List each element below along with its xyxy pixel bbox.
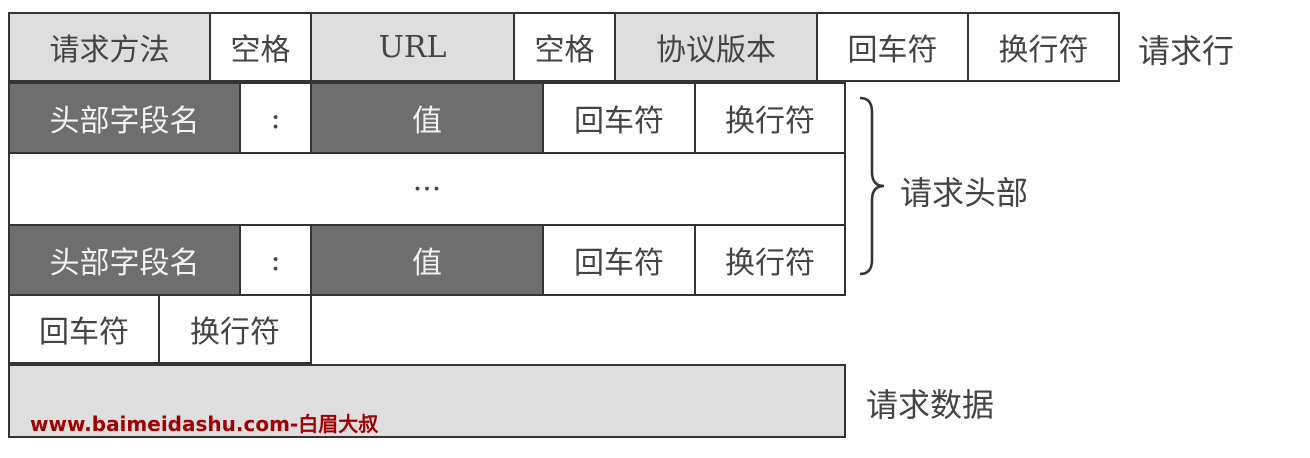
header-lf-cell: 换行符 bbox=[694, 82, 846, 154]
request-line-cr-cell: 回车符 bbox=[816, 12, 969, 82]
blank-line-cr-cell: 回车符 bbox=[8, 294, 160, 364]
request-method-cell: 请求方法 bbox=[8, 12, 211, 82]
request-headers-label: 请求头部 bbox=[900, 174, 1029, 212]
header-cr-cell: 回车符 bbox=[542, 224, 696, 296]
protocol-version-cell: 协议版本 bbox=[614, 12, 818, 82]
request-line-label: 请求行 bbox=[1138, 32, 1235, 70]
header-cr-cell: 回车符 bbox=[542, 82, 696, 154]
request-body-block bbox=[8, 364, 846, 438]
header-ellipsis-row: ··· bbox=[8, 152, 846, 226]
url-cell: URL bbox=[310, 12, 515, 82]
header-colon-cell: : bbox=[239, 82, 312, 154]
header-value-cell: 值 bbox=[310, 224, 544, 296]
header-lf-cell: 换行符 bbox=[694, 224, 846, 296]
header-value-cell: 值 bbox=[310, 82, 544, 154]
watermark-text: www.baimeidashu.com-白眉大叔 bbox=[30, 412, 379, 436]
request-body-label: 请求数据 bbox=[866, 386, 995, 424]
space-cell-2: 空格 bbox=[513, 12, 616, 82]
space-cell-1: 空格 bbox=[209, 12, 312, 82]
header-colon-cell: : bbox=[239, 224, 312, 296]
header-brace-icon bbox=[859, 96, 885, 276]
header-field-name-cell: 头部字段名 bbox=[8, 82, 241, 154]
blank-line-lf-cell: 换行符 bbox=[158, 294, 312, 364]
header-field-name-cell: 头部字段名 bbox=[8, 224, 241, 296]
request-line-lf-cell: 换行符 bbox=[967, 12, 1120, 82]
